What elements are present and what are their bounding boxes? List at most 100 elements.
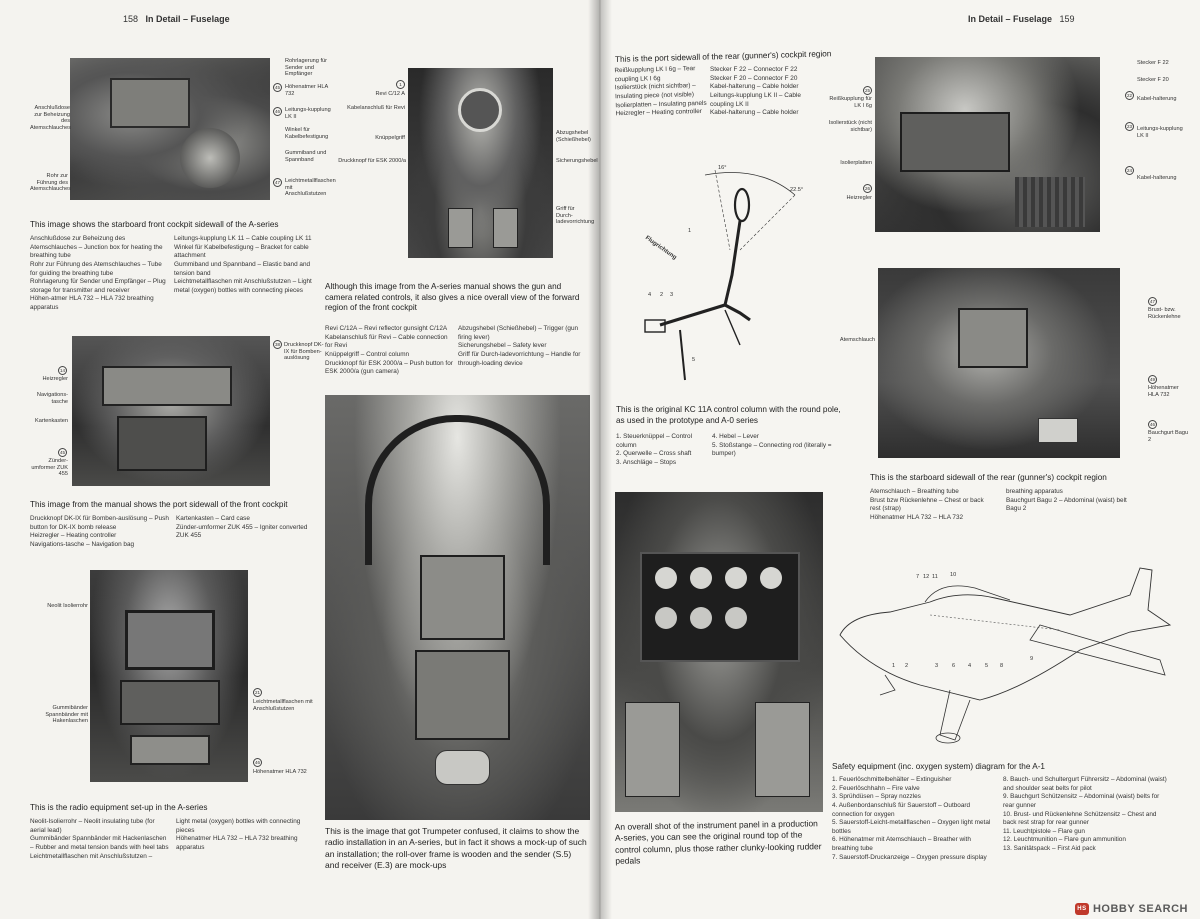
glossary-entry: Gummiband und Spannband – Elastic band a… — [174, 260, 311, 277]
left-page-header: 158 In Detail – Fuselage — [123, 14, 230, 24]
glossary-entry: Knüppelgriff – Control column — [325, 350, 410, 358]
diagram-number: 12 — [923, 574, 930, 580]
photo3-glossary-col2: Light metal (oxygen) bottles with connec… — [176, 818, 316, 853]
photo4-glossary-col1: Revi C/12A – Revi reflector gunsight C/1… — [325, 325, 453, 377]
left-page-number: 158 — [123, 14, 139, 24]
photo7-glossary-col1: Atemschlauch – Breathing tube Brust bzw … — [870, 488, 995, 523]
glossary-entry: Abzugshebel (Schießhebel) – Trigger (gun… — [458, 325, 579, 341]
glossary-entry: Neolit-Isolierrohr – Neolit insulating t… — [30, 818, 155, 834]
photo6-label-right-3: Kabel-halterung — [1137, 96, 1177, 102]
photo1-glossary-col2: Leitungs-kupplung LK 11 – Cable coupling… — [174, 235, 314, 295]
glossary-entry: 3. Anschläge – Stops — [616, 458, 677, 466]
wheel-spat — [935, 732, 961, 744]
control-column-glossary-col2: 4. Hebel – Lever 5. Stoßstange – Connect… — [712, 433, 832, 459]
photo4-label-right-2: Sicherungshebel — [556, 158, 598, 164]
right-page-number: 159 — [1059, 14, 1075, 24]
photo2-number-2: 45 — [58, 448, 67, 457]
safety-diagram-glossary-col2: 8. Bauch- und Schulter­gurt Führersitz –… — [1003, 776, 1168, 854]
glossary-entry: Anschlußdose zur Beheizung des Atemschla… — [30, 235, 163, 260]
glossary-entry: 12. Leuchtmunition – Flare gun ammunitio… — [1003, 836, 1126, 844]
glossary-entry: Druckknopf DK-IX für Bomben-auslösung – … — [30, 515, 169, 531]
photo-rear-starboard-sidewall — [878, 268, 1120, 458]
photo-radio-equipment — [90, 570, 248, 782]
photo6-label-left-3: Isolierplatten — [840, 160, 872, 166]
photo-forward-cockpit-controls — [408, 68, 553, 258]
oxygen-line — [929, 614, 1061, 631]
canopy-outline — [924, 585, 1011, 603]
photo3-label-left-1: Neolit Isolierrohr — [47, 603, 88, 609]
glossary-entry: Navigations-tasche – Navigation bag — [30, 540, 135, 548]
photo4-caption: Although this image from the A-series ma… — [325, 282, 580, 313]
book-spine-shadow — [588, 0, 612, 919]
glossary-entry: Revi C/12A – Revi reflector gunsight C/1… — [325, 325, 448, 332]
diagram-number: 1 — [892, 663, 896, 669]
angle-line — [714, 169, 731, 251]
photo1-label-right-2: Höhenatmer HLA 732 — [285, 84, 328, 97]
part-number-3: 3 — [670, 292, 674, 298]
photo7-caption: This is the starboard sidewall of the re… — [870, 473, 1107, 482]
extinguisher-detail — [879, 674, 896, 696]
photo4-glossary-col2: Abzugshebel (Schießhebel) – Trigger (gun… — [458, 325, 586, 368]
diagram-number: 6 — [952, 663, 956, 669]
glossary-entry: Bauchgurt Bagu 2 – Abdominal (waist) bel… — [1006, 496, 1127, 513]
diagram-number: 10 — [950, 572, 957, 578]
control-column-diagram — [644, 169, 796, 381]
photo6-label-right-2: Stecker F 20 — [1137, 77, 1169, 83]
diagram-number: 4 — [968, 663, 972, 669]
photo7-number-3: 46 — [1148, 420, 1157, 429]
photo3-label-left-2: Gummibänder Spannbänder mit Hakenlaschen — [45, 705, 88, 725]
diagram-number: 7 — [916, 574, 920, 580]
glossary-entry: Zünder-umformer ZUK 455 – Igniter conver… — [176, 523, 308, 540]
photo6-label-right-1: Stecker F 22 — [1137, 60, 1169, 66]
glossary-entry: Sicherungshebel – Safety lever — [458, 342, 547, 350]
photo7-number-2: 49 — [1148, 375, 1157, 384]
photo6-number-4: 23 — [1125, 122, 1134, 131]
glossary-entry: Kabelanschluß für Revi – Cable connectio… — [325, 333, 448, 350]
photo3-number-1: 21 — [253, 688, 262, 697]
photo5-caption: This is the image that got Trumpeter con… — [325, 826, 587, 871]
angle-line — [739, 194, 796, 251]
glossary-entry: Light metal (oxygen) bottles with connec… — [176, 818, 301, 834]
diagram-number: 5 — [985, 663, 989, 669]
photo2-glossary-col1: Druckknopf DK-IX für Bomben-auslösung – … — [30, 515, 170, 550]
photo7-label-right-3: Bauchgurt Bagu 2 — [1148, 430, 1189, 443]
photo3-number-2: 46 — [253, 758, 262, 767]
shaft-bracket — [644, 319, 666, 333]
photo-port-front-sidewall — [72, 336, 270, 486]
photo2-number-3: 38 — [273, 340, 282, 349]
photo6-number-1: 25 — [863, 86, 872, 95]
photo4-label-left-4: Druckknopf für ESK 2000/a — [338, 158, 406, 164]
photo4-label-right-1: Abzugshebel (Schießhebel) — [556, 130, 591, 143]
right-page-title: In Detail – Fuselage — [968, 14, 1053, 24]
left-page: 158 In Detail – Fuselage Anschlußdose zu… — [0, 0, 600, 919]
photo6-number-3: 22 — [1125, 91, 1134, 100]
part-number-1: 1 — [688, 228, 692, 234]
photo2-caption: This image from the manual shows the por… — [30, 500, 288, 509]
photo2-label-left-1: Heizregler — [42, 376, 69, 382]
glossary-entry: Höhen-atmer HLA 732 – HLA 732 breathing … — [30, 295, 154, 312]
photo6-number-5: 24 — [1125, 166, 1134, 175]
photo6-label-right-5: Kabel-halterung — [1137, 175, 1177, 181]
glossary-entry: Brust bzw Rückenlehne – Chest or back re… — [870, 496, 984, 513]
photo2-label-left-4: Zünder-umformer ZUK 455 — [31, 458, 68, 478]
photo-radio-mockup — [325, 395, 590, 820]
photo6-label-right-4: Leitungs-kupplung LK II — [1137, 126, 1183, 139]
part-number-5: 5 — [692, 357, 696, 363]
glossary-entry: 5. Sauerstoff-Leicht-metallflaschen – Ox… — [832, 819, 991, 835]
photo7-label-right-1: Brust- bzw. Rückenlehne — [1148, 307, 1181, 320]
glossary-entry: 4. Außenbordanschluß für Sauerstoff – Ou… — [832, 801, 971, 818]
safety-diagram-caption: Safety equipment (inc. oxygen system) di… — [832, 762, 1045, 771]
photo2-glossary-col2: Kartenkasten – Card case Zünder-umformer… — [176, 515, 316, 541]
photo-instrument-panel — [615, 492, 823, 812]
photo1-number-3: 47 — [273, 178, 282, 187]
photo1-label-right-3: Leitungs-kupplung LK II — [285, 107, 331, 120]
angle-arc — [704, 172, 796, 196]
hobby-search-watermark: HS HOBBY SEARCH — [1074, 903, 1188, 915]
photo3-label-right-2: Höhenatmer HLA 732 — [253, 769, 307, 775]
photo4-label-right-3: Griff für Durch-ladevorrichtung — [556, 206, 595, 226]
control-column-caption: This is the original KC 11A control colu… — [616, 405, 841, 425]
photo6-label-left-4: Heizregler — [846, 195, 873, 201]
photo7-glossary-col2: breathing apparatus Bauchgurt Bagu 2 – A… — [1006, 488, 1136, 514]
photo4-label-left-2: Kabelanschluß für Revi — [347, 105, 405, 111]
glossary-entry: Leitungs-kupplung LK 11 – Cable coupling… — [174, 235, 312, 242]
